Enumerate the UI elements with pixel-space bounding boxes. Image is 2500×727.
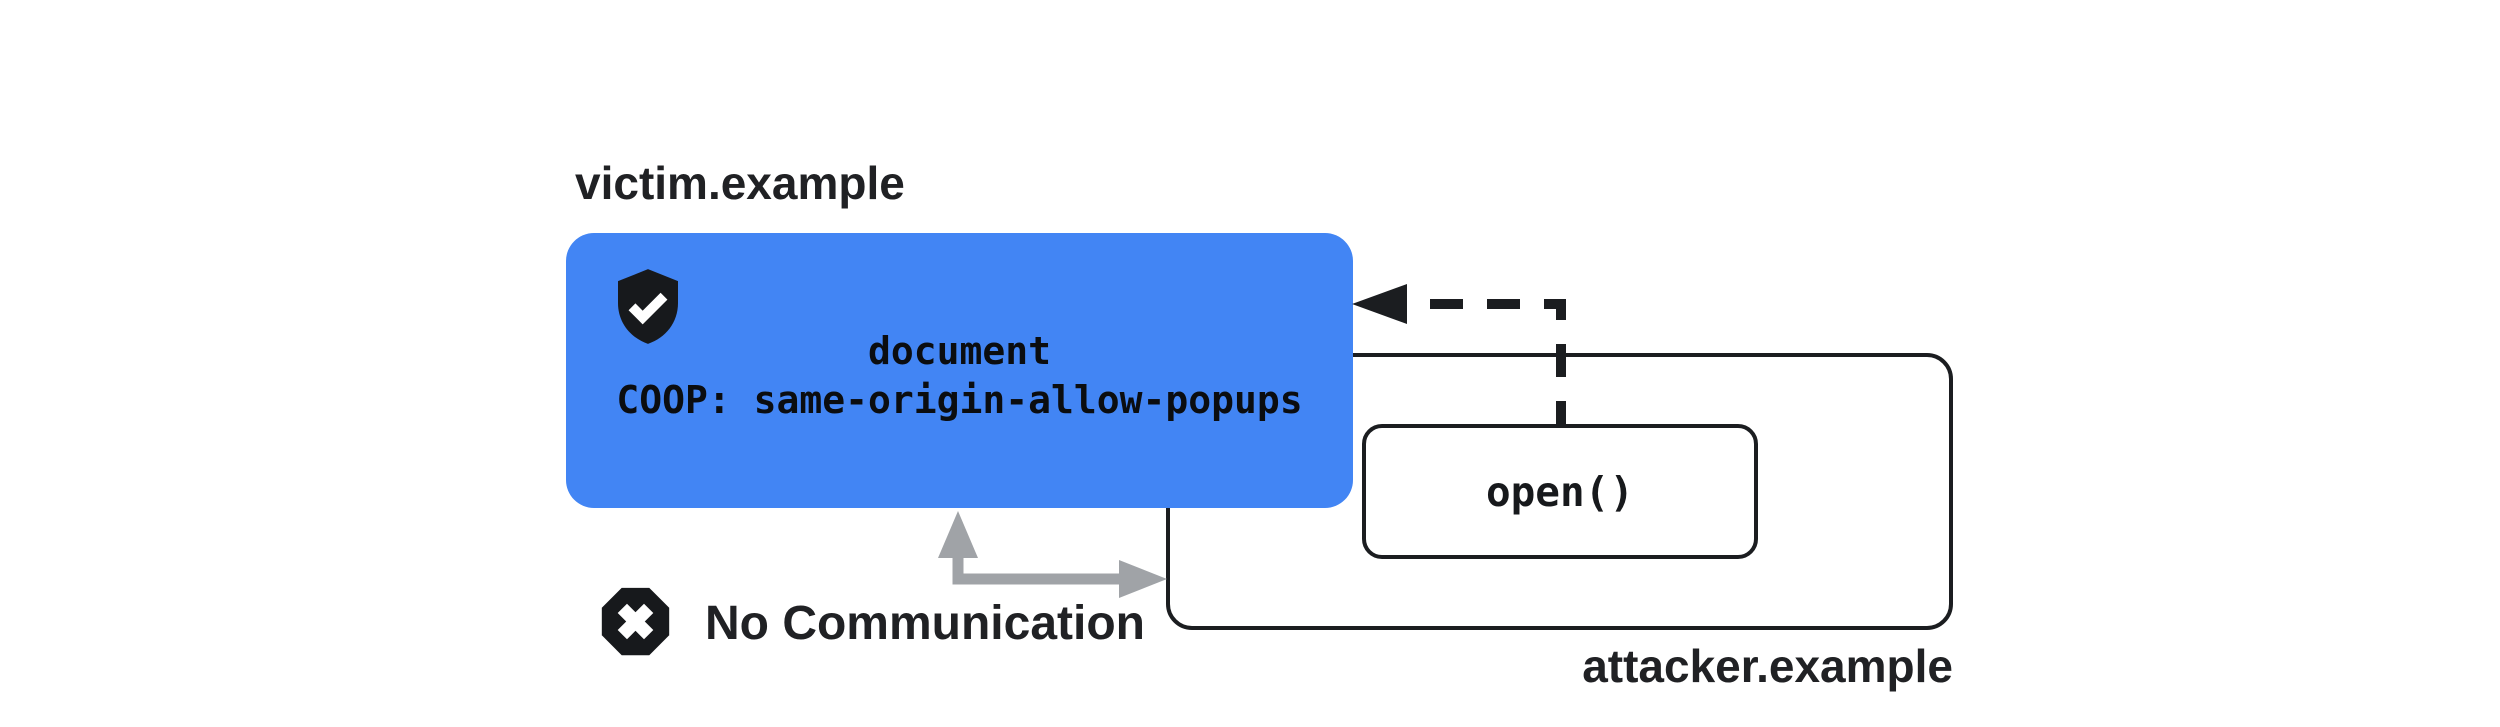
attacker-domain-label: attacker.example [1582, 640, 1953, 692]
coop-header-line: COOP: same-origin-allow-popups [616, 378, 1303, 422]
shield-check-icon [618, 269, 678, 344]
gray-arrowhead-right [1119, 560, 1167, 598]
open-call-box: open() [1362, 424, 1758, 559]
blocked-communication-arrow [938, 511, 1167, 598]
document-line: document [867, 329, 1052, 373]
victim-document-box: document COOP: same-origin-allow-popups [566, 233, 1353, 508]
victim-document-text: document COOP: same-origin-allow-popups [566, 327, 1353, 425]
dashed-arrowhead-left [1352, 284, 1407, 324]
open-call-label: open() [1485, 467, 1635, 516]
no-communication-label: No Communication [705, 597, 1145, 650]
blocked-x-icon [601, 587, 670, 656]
victim-domain-label: victim.example [575, 157, 905, 209]
gray-arrowhead-up [938, 511, 978, 558]
